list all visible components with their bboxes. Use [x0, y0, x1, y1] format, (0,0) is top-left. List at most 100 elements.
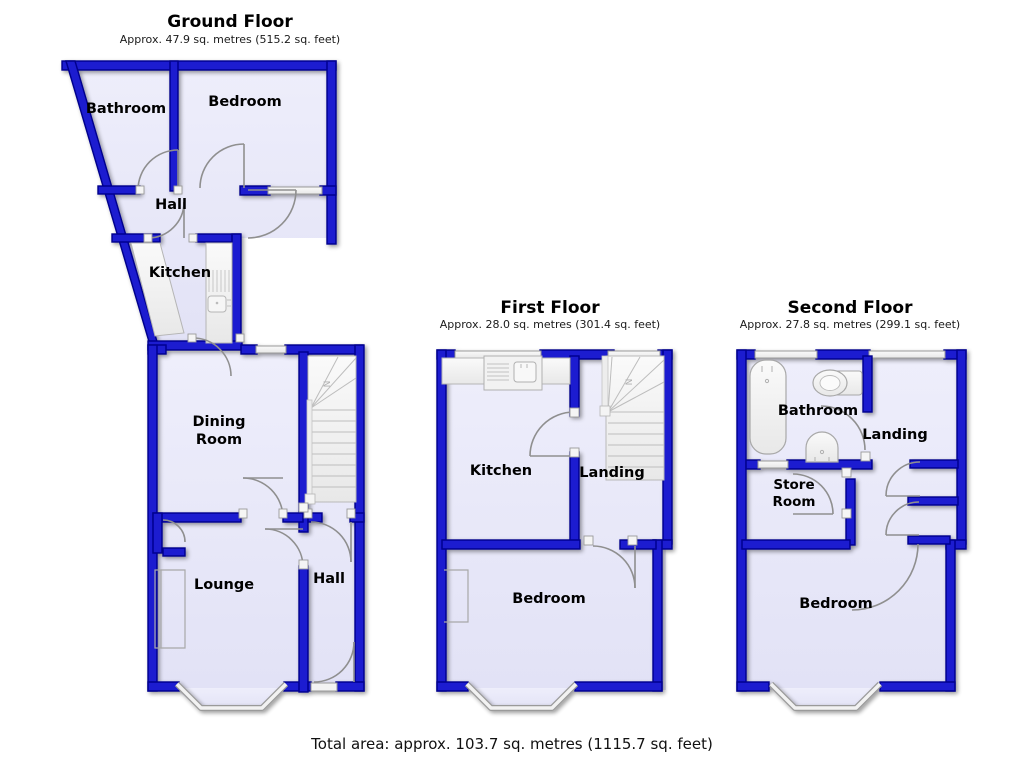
room-label-second-store-1: Store	[773, 477, 814, 493]
wall-first-partition-lower	[569, 451, 580, 545]
ground-floor-plan: N	[61, 60, 365, 711]
toilet-seat-second	[819, 375, 841, 391]
wall-second-left	[736, 349, 747, 692]
ground-floor-doors	[137, 143, 355, 683]
first-floor-title: First Floor	[500, 298, 600, 318]
kitchen-units-ground	[130, 242, 233, 344]
kitchen-taps-ground	[227, 299, 231, 307]
wall-second-right-lower	[945, 539, 956, 692]
ground-floor-title: Ground Floor	[167, 12, 293, 32]
radiator-first-bedroom	[444, 569, 469, 623]
bath-taps-second	[761, 366, 773, 372]
wall-first-bottom-right	[574, 681, 663, 692]
door-ground-kitchen	[192, 337, 232, 377]
staircase-first-winders	[607, 356, 665, 413]
wash-basin-second	[805, 431, 839, 463]
wall-first-right-lower	[652, 539, 663, 692]
bay-window-first-inner	[465, 682, 578, 710]
room-label-ground-hall-upper: Hall	[155, 197, 187, 213]
staircase-first-newel	[599, 405, 611, 417]
kitchen-units-first	[441, 355, 571, 391]
first-floor-plan: N Kitchen Landing Bedroom	[436, 349, 673, 711]
staircase-first-body	[605, 355, 665, 481]
wall-ground-bathroom-bedroom-divider	[169, 60, 179, 192]
door-ground-bedroom	[199, 143, 245, 189]
room-label-ground-dining-2: Room	[196, 432, 242, 448]
wall-ground-hall-partition-lower	[298, 565, 309, 693]
wall-first-left	[436, 349, 447, 692]
room-label-second-store-2: Room	[772, 494, 815, 510]
wall-first-kitchen-bedroom-divider	[441, 539, 581, 550]
radiator-ground-lounge	[154, 569, 162, 649]
basin-taps-second	[814, 457, 830, 461]
second-floor-title: Second Floor	[787, 298, 913, 318]
wall-ground-top	[61, 60, 337, 71]
second-floor-walls	[736, 349, 967, 711]
radiator-ground-lounge-body	[161, 569, 186, 649]
room-label-ground-dining-1: Dining	[192, 414, 245, 430]
staircase-first-treads	[608, 411, 664, 468]
second-floor-door-jambs	[841, 451, 871, 519]
door-second-cupboard-1	[885, 461, 921, 497]
room-label-ground-kitchen: Kitchen	[149, 265, 211, 281]
staircase-first-up-arrow: N	[625, 379, 635, 386]
staircase-ground-up-arrow: N	[323, 381, 333, 388]
door-second-store	[792, 473, 834, 515]
kitchen-hob-lines-ground	[208, 270, 230, 292]
staircase-ground: N	[304, 355, 357, 505]
first-bay-fill	[466, 688, 578, 710]
bath-second	[749, 359, 787, 455]
door-second-bedroom	[851, 543, 919, 611]
wall-first-landing-bedroom-divider	[619, 539, 657, 550]
wall-second-top-mid	[815, 349, 871, 360]
first-floor-subtitle: Approx. 28.0 sq. metres (301.4 sq. feet)	[439, 318, 661, 331]
wall-first-partition-upper	[569, 355, 580, 417]
kitchen-drainer-first	[487, 363, 509, 381]
room-label-second-bathroom: Bathroom	[778, 403, 858, 419]
second-floor-doors	[792, 405, 921, 611]
room-label-ground-lounge: Lounge	[194, 577, 254, 593]
staircase-ground-body	[307, 355, 357, 503]
staircase-ground-winders	[310, 356, 357, 409]
wall-ground-cupboard-bottom	[162, 547, 186, 557]
wall-second-bottom-left	[736, 681, 770, 692]
bay-window-second-inner	[769, 682, 882, 710]
second-bay-fill	[770, 688, 882, 710]
wall-second-store-bedroom-divider	[741, 539, 851, 550]
first-floor-walls	[436, 349, 673, 711]
ground-floor-subtitle: Approx. 47.9 sq. metres (515.2 sq. feet)	[119, 33, 341, 46]
wall-second-cupboard-bottom	[907, 535, 951, 545]
room-label-first-bedroom: Bedroom	[512, 591, 585, 607]
wall-ground-bottom-right	[335, 681, 365, 692]
ground-bay-fill	[175, 688, 288, 710]
kitchen-taps-first	[520, 364, 528, 368]
room-label-second-landing: Landing	[862, 427, 927, 443]
wall-second-right-upper	[956, 349, 967, 545]
door-second-bathroom	[820, 405, 866, 451]
second-floor-plan: Bathroom Landing Store Room Bedroom	[736, 349, 967, 711]
wall-second-bottom-right	[879, 681, 956, 692]
room-label-first-landing: Landing	[579, 465, 644, 481]
window-second-bathroom	[754, 350, 818, 359]
wall-ground-kitchen-right	[231, 233, 242, 347]
kitchen-counter-left-ground	[130, 242, 185, 337]
window-second-store	[757, 460, 789, 469]
room-label-ground-bathroom: Bathroom	[86, 101, 166, 117]
bathroom-fixtures-second	[749, 359, 863, 463]
staircase-first: N	[599, 355, 665, 481]
wall-ground-bottom-left	[147, 681, 180, 692]
staircase-first-stringer	[601, 355, 609, 413]
wall-second-bathroom-partition	[862, 355, 873, 413]
wall-ground-cupboard-left	[152, 512, 163, 554]
wall-ground-dining-top-right	[284, 344, 364, 355]
entrance-door-ground	[310, 682, 338, 692]
room-label-ground-bedroom: Bedroom	[208, 94, 281, 110]
room-label-second-bedroom: Bedroom	[799, 596, 872, 612]
bay-window-ground-inner	[175, 682, 288, 710]
door-first-kitchen	[529, 411, 575, 457]
wall-ground-bathroom-bottom	[97, 185, 141, 195]
first-floor-doors	[529, 411, 636, 589]
door-second-cupboard-2	[885, 501, 920, 536]
kitchen-sink-bowl-first	[513, 361, 537, 383]
